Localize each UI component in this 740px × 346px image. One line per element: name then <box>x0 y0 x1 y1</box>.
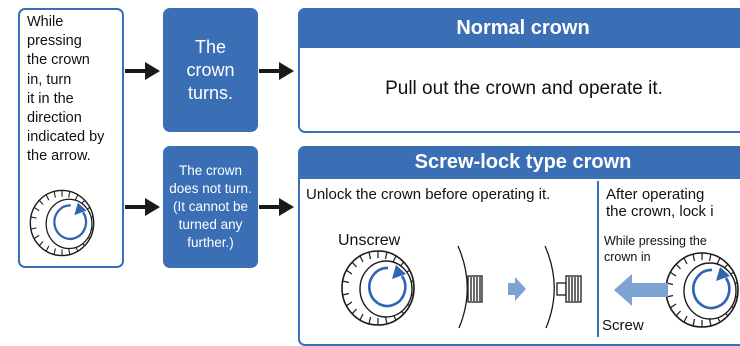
arrow-left-icon <box>614 274 668 306</box>
outcome-line: turns. <box>187 82 233 103</box>
normal-crown-title: Normal crown <box>298 8 740 48</box>
arrow-right-icon <box>259 198 294 216</box>
crown-icon <box>664 251 740 329</box>
outcome-line: (It cannot be <box>172 199 249 214</box>
outcome-line: further.) <box>187 235 234 250</box>
crown-icon <box>340 249 416 327</box>
lock-instruction-line: After operating <box>606 186 705 203</box>
section-divider <box>597 181 599 337</box>
diagram-graphics <box>29 62 740 329</box>
outcome-line: The <box>194 36 226 57</box>
instruction-line: in, turn <box>27 71 72 88</box>
arrow-right-icon <box>259 62 294 80</box>
outcome-line: The crown <box>178 163 243 178</box>
instruction-line: direction <box>27 110 82 127</box>
screw-lock-title: Screw-lock type crown <box>298 146 740 179</box>
press-note-line: crown in <box>604 250 651 264</box>
instruction-line: indicated by <box>27 129 105 146</box>
screw-label: Screw <box>602 317 647 334</box>
outcome-line: does not turn. <box>169 181 252 196</box>
crown-side-view-icon <box>544 245 582 329</box>
crown-icon <box>29 189 95 257</box>
instruction-line: the arrow. <box>27 148 91 165</box>
crown-side-view-icon <box>457 245 483 329</box>
press-note-line: While pressing the <box>604 234 707 248</box>
normal-crown-text: Pull out the crown and operate it. <box>385 78 663 99</box>
outcome-no-turn-box: The crown does not turn. (It cannot be t… <box>163 146 258 268</box>
unscrew-label: Unscrew <box>338 232 401 249</box>
arrow-right-icon <box>125 62 160 80</box>
unlock-instruction: Unlock the crown before operating it. <box>306 186 551 203</box>
instruction-line: it in the <box>27 90 74 107</box>
lock-instruction-line: the crown, lock i <box>606 203 714 220</box>
outcome-line: turned any <box>178 217 243 232</box>
arrow-right-icon <box>508 277 526 301</box>
press-note: While pressing the crown in <box>604 233 707 265</box>
instruction-line: While <box>27 14 64 30</box>
instruction-line: the crown <box>27 52 90 69</box>
instruction-text: While pressing the crown in, turn it in … <box>27 13 104 167</box>
arrow-right-icon <box>125 198 160 216</box>
instruction-line: pressing <box>27 33 82 50</box>
outcome-line: crown <box>186 59 235 80</box>
outcome-turns-box: The crown turns. <box>163 8 258 132</box>
lock-instruction: After operating the crown, lock i <box>606 186 714 220</box>
